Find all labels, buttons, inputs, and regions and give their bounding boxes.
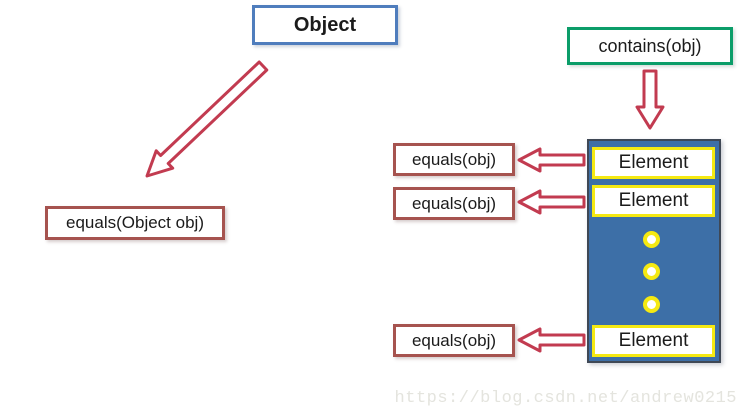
diagonal-arrow-icon xyxy=(145,60,269,178)
left-arrow-icon xyxy=(517,327,586,353)
ellipsis-dot-icon xyxy=(643,296,660,313)
down-arrow-icon xyxy=(635,69,665,130)
equals-method-label: equals(obj) xyxy=(411,330,497,350)
left-arrow-icon xyxy=(517,189,586,215)
element-box: Element xyxy=(592,325,715,357)
contains-method-box: contains(obj) xyxy=(567,27,733,65)
element-box: Element xyxy=(592,147,715,179)
contains-method-label: contains(obj) xyxy=(598,35,702,56)
equals-method-box: equals(obj) xyxy=(393,143,515,176)
equals-object-method-box: equals(Object obj) xyxy=(45,206,225,240)
watermark-url: https://blog.csdn.net/andrew0215 xyxy=(394,389,737,408)
equals-method-box: equals(obj) xyxy=(393,187,515,220)
ellipsis-dot-icon xyxy=(643,231,660,248)
equals-method-label: equals(obj) xyxy=(411,149,497,169)
element-label: Element xyxy=(618,190,689,211)
equals-method-label: equals(obj) xyxy=(411,193,497,213)
left-arrow-icon xyxy=(517,147,586,173)
element-label: Element xyxy=(618,330,689,351)
object-class-box: Object xyxy=(252,5,398,45)
equals-object-method-label: equals(Object obj) xyxy=(66,213,204,232)
ellipsis-dot-icon xyxy=(643,263,660,280)
object-class-label: Object xyxy=(293,13,357,36)
equals-method-box: equals(obj) xyxy=(393,324,515,357)
element-box: Element xyxy=(592,185,715,217)
element-label: Element xyxy=(618,152,689,173)
